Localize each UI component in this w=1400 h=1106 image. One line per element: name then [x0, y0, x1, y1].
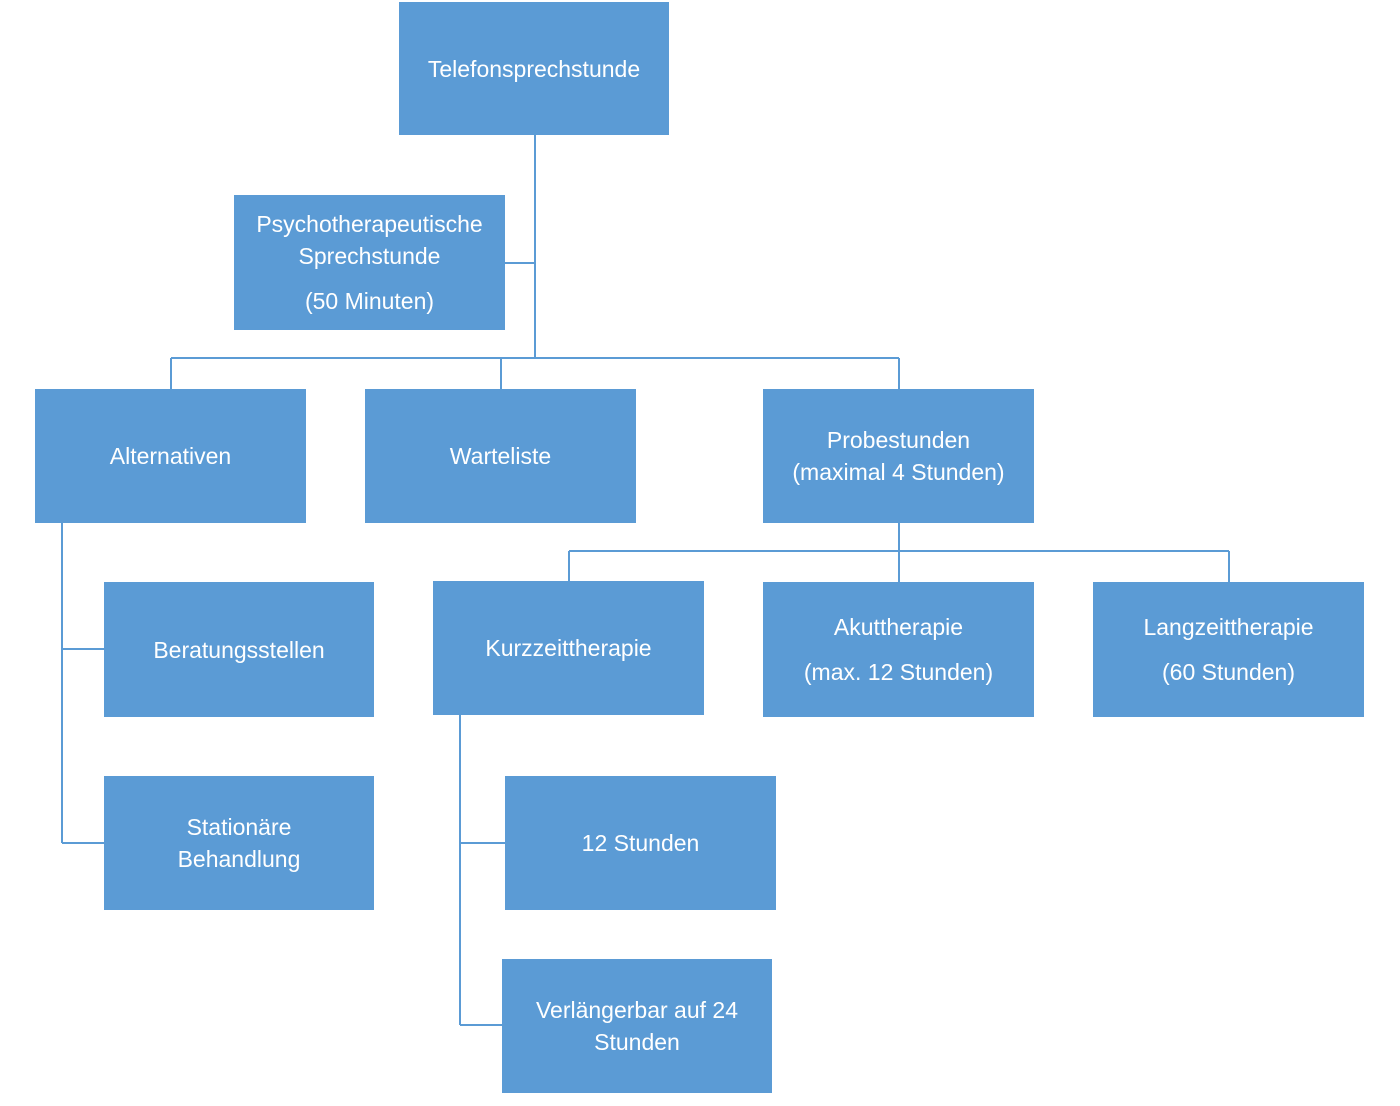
- node-label: Stunden: [594, 1029, 680, 1055]
- node-langzeittherapie: Langzeittherapie (60 Stunden): [1093, 582, 1364, 717]
- node-verlaengerbar: Verlängerbar auf 24 Stunden: [502, 959, 772, 1093]
- node-label: Stationäre: [186, 814, 292, 840]
- node-warteliste: Warteliste: [365, 389, 636, 523]
- node-label: Behandlung: [177, 846, 301, 872]
- node-sublabel: (60 Stunden): [1162, 659, 1295, 685]
- node-beratungsstellen: Beratungsstellen: [104, 582, 374, 717]
- node-label: Langzeittherapie: [1143, 614, 1314, 640]
- node-label: (maximal 4 Stunden): [792, 459, 1005, 485]
- node-label: Warteliste: [449, 443, 552, 469]
- node-label: 12 Stunden: [581, 830, 700, 856]
- node-stationaere-behandlung: Stationäre Behandlung: [104, 776, 374, 910]
- node-telefonsprechstunde: Telefonsprechstunde: [399, 2, 669, 135]
- node-probestunden: Probestunden (maximal 4 Stunden): [763, 389, 1034, 523]
- node-label: Psychotherapeutische: [256, 211, 483, 237]
- node-label: Verlängerbar auf 24: [535, 997, 739, 1023]
- node-psychotherapeutische-sprechstunde: Psychotherapeutische Sprechstunde (50 Mi…: [234, 195, 505, 330]
- node-label: Alternativen: [109, 443, 232, 469]
- node-sublabel: (max. 12 Stunden): [803, 659, 994, 685]
- node-label: Sprechstunde: [298, 243, 441, 269]
- node-sublabel: (50 Minuten): [304, 288, 435, 314]
- node-label: Beratungsstellen: [153, 636, 325, 663]
- node-label: Akuttherapie: [833, 614, 964, 640]
- node-zwoelf-stunden: 12 Stunden: [505, 776, 776, 910]
- node-alternativen: Alternativen: [35, 389, 306, 523]
- node-label: Kurzzeittherapie: [485, 635, 652, 661]
- node-akuttherapie: Akuttherapie (max. 12 Stunden): [763, 582, 1034, 717]
- node-kurzzeittherapie: Kurzzeittherapie: [433, 581, 704, 715]
- node-label: Telefonsprechstunde: [427, 55, 641, 82]
- node-label: Probestunden: [826, 427, 971, 453]
